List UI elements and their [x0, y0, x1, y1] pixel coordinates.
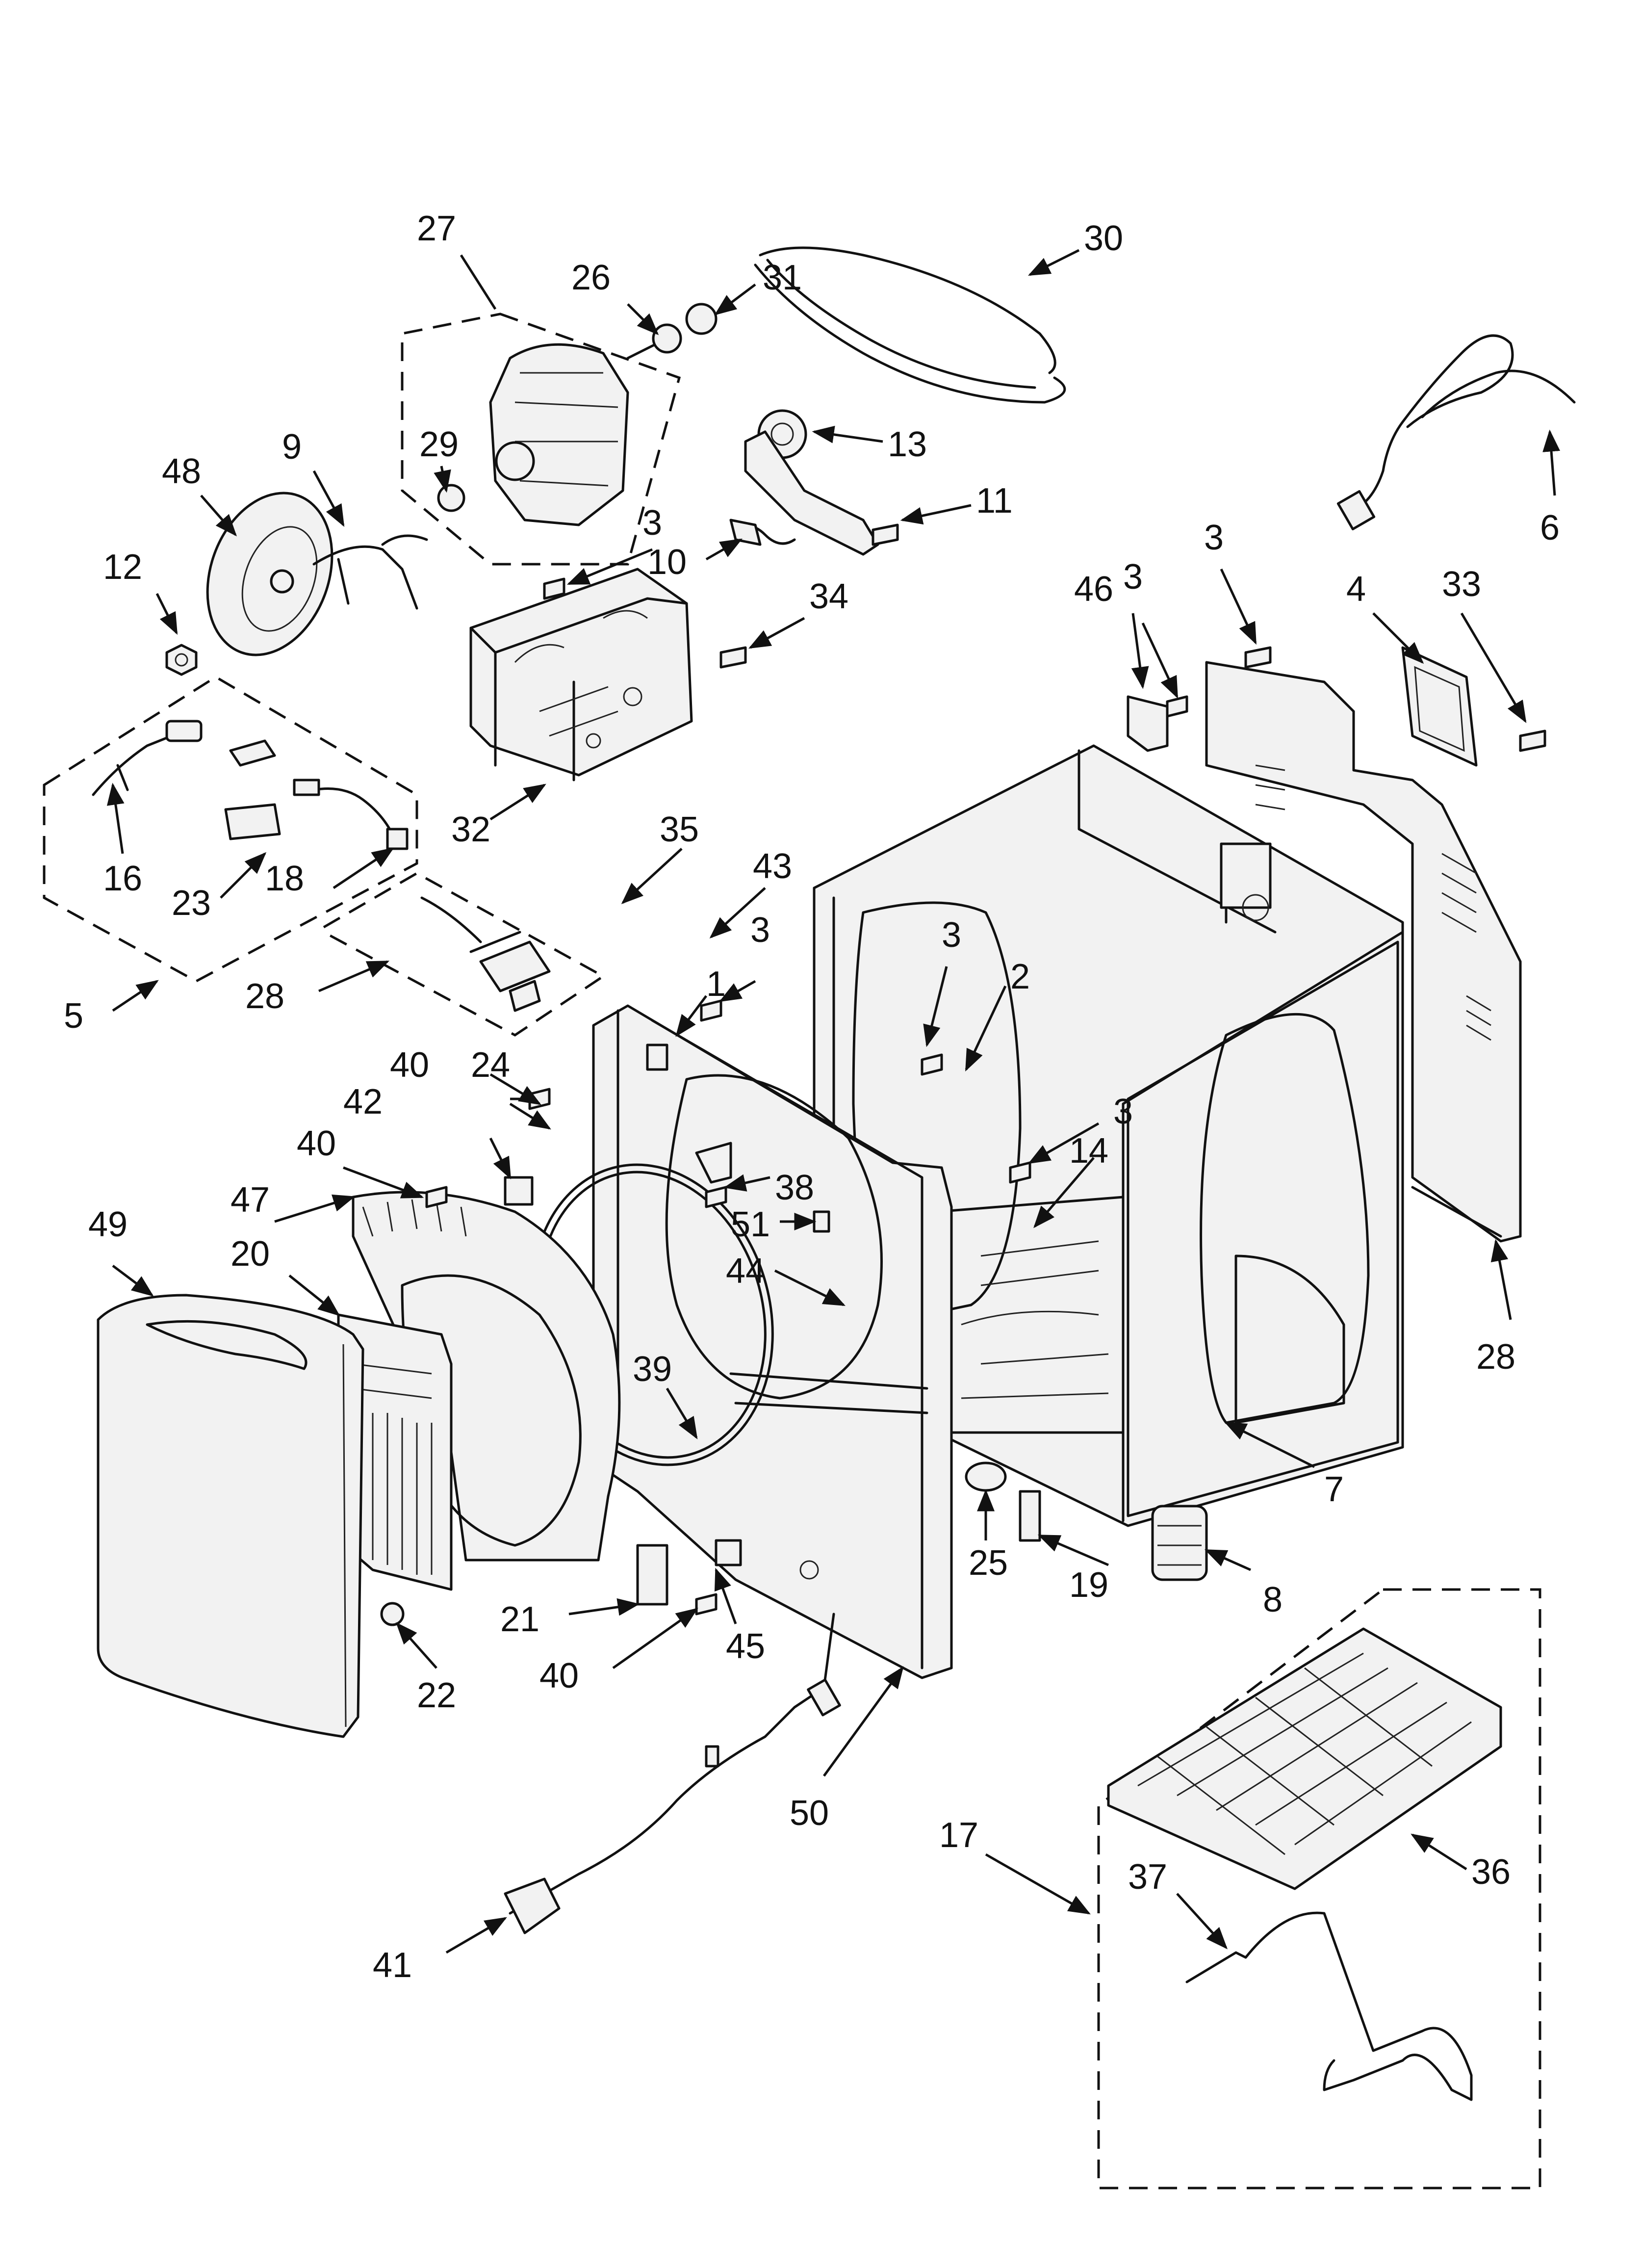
callout-labels: 27 26 31 30 29 48 9 13 11 12 3 10 34 6 4…	[64, 209, 1560, 1985]
callout-32: 32	[451, 810, 490, 849]
callout-25: 25	[969, 1543, 1008, 1583]
callout-40-mid: 40	[297, 1124, 336, 1163]
door-harness	[504, 1613, 841, 1934]
callout-5: 5	[64, 996, 83, 1036]
callout-16: 16	[103, 859, 142, 898]
callout-3-front: 3	[750, 911, 770, 950]
callout-40-top: 40	[390, 1045, 429, 1085]
callout-10: 10	[647, 543, 687, 582]
leader-lines	[106, 249, 1561, 1954]
callout-23: 23	[172, 884, 211, 923]
callout-37: 37	[1128, 1857, 1167, 1897]
callout-33: 33	[1442, 565, 1481, 604]
callout-44: 44	[726, 1251, 765, 1291]
callout-3-motor: 3	[642, 503, 662, 543]
callout-14: 14	[1069, 1131, 1108, 1171]
dryer-door	[97, 1294, 405, 1738]
callout-19: 19	[1069, 1565, 1108, 1605]
callout-35: 35	[660, 810, 699, 849]
callout-21: 21	[500, 1600, 539, 1639]
callout-3-top: 3	[1123, 557, 1143, 597]
callout-2: 2	[1010, 957, 1030, 996]
callout-29: 29	[419, 425, 459, 464]
callout-50: 50	[790, 1794, 829, 1833]
motor-mount-bracket	[469, 568, 693, 782]
callout-31: 31	[763, 258, 802, 297]
callout-11: 11	[976, 481, 1013, 521]
callout-38: 38	[775, 1168, 814, 1207]
callout-28-harness: 28	[245, 977, 284, 1016]
callout-51: 51	[731, 1205, 770, 1244]
callout-9: 9	[282, 427, 302, 467]
motor-assembly-group	[401, 303, 718, 566]
callout-41: 41	[373, 1946, 412, 1985]
callout-17: 17	[939, 1816, 978, 1855]
callout-28-rear-panel: 28	[1476, 1337, 1515, 1377]
access-cover-plate	[1401, 646, 1478, 767]
callout-18: 18	[265, 859, 304, 898]
callout-30: 30	[1084, 219, 1123, 258]
wiring-harness-group	[323, 872, 606, 1037]
callout-27: 27	[417, 209, 456, 248]
callout-4: 4	[1346, 570, 1366, 609]
callout-6: 6	[1540, 508, 1560, 547]
harness-thermostat-group	[43, 676, 418, 983]
callout-13: 13	[888, 425, 927, 464]
callout-24: 24	[471, 1045, 510, 1085]
callout-43: 43	[753, 847, 792, 886]
callout-1: 1	[706, 965, 726, 1004]
callout-34: 34	[809, 577, 848, 616]
callout-26: 26	[571, 258, 611, 297]
hex-nut	[165, 644, 198, 676]
callout-3-inner: 3	[942, 915, 961, 955]
callout-3-floor: 3	[1113, 1092, 1133, 1131]
callout-22: 22	[417, 1676, 456, 1715]
drive-pulley	[206, 492, 334, 656]
callout-45: 45	[726, 1627, 765, 1666]
callout-48: 48	[162, 452, 201, 491]
drum-belt	[754, 246, 1066, 404]
power-cord	[1336, 334, 1576, 530]
callout-49: 49	[88, 1205, 128, 1244]
callout-20: 20	[231, 1234, 270, 1274]
callout-47: 47	[231, 1180, 270, 1220]
callout-39: 39	[633, 1350, 672, 1389]
callout-36: 36	[1471, 1852, 1511, 1892]
callout-3-rear: 3	[1204, 518, 1224, 557]
callout-12: 12	[103, 547, 142, 587]
callout-8: 8	[1263, 1580, 1283, 1619]
drying-rack-group	[1097, 1588, 1541, 2190]
rear-panel	[1205, 661, 1522, 1243]
small-hardware	[504, 1043, 1208, 1606]
callout-40-bottom: 40	[539, 1656, 579, 1695]
callout-42: 42	[343, 1082, 383, 1121]
callout-46: 46	[1074, 570, 1113, 609]
idler-pulley-assembly	[729, 409, 879, 556]
top-clip	[1127, 695, 1169, 752]
motor-clamp-bracket	[312, 534, 428, 610]
callout-7: 7	[1324, 1470, 1344, 1509]
